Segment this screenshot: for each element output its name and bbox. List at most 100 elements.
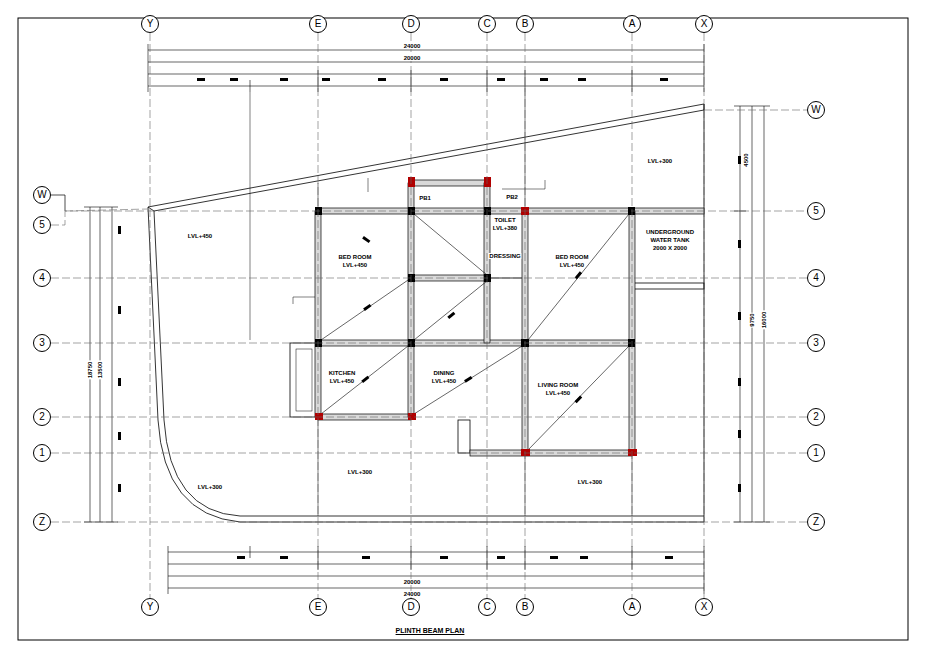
grid-label: 4 xyxy=(813,273,819,283)
grid-bubble: A xyxy=(623,15,641,33)
grid-label: 4 xyxy=(39,273,45,283)
dimension-lines xyxy=(84,44,770,594)
plan-label: BED ROOM xyxy=(338,254,373,260)
grid-line xyxy=(525,33,526,598)
drawing-title: PLINTH BEAM PLAN xyxy=(396,627,465,634)
grid-bracket xyxy=(51,195,65,211)
plan-label: UNDERGROUND xyxy=(645,229,695,235)
dimension-text: 9750 xyxy=(749,312,755,327)
grid-label: A xyxy=(629,602,636,612)
grid-bubble: B xyxy=(516,598,534,616)
grid-line xyxy=(51,453,807,454)
grid-label: B xyxy=(522,602,529,612)
grid-label: W xyxy=(37,190,46,200)
span-markers xyxy=(361,236,582,403)
grid-label: X xyxy=(701,602,708,612)
grid-label: 1 xyxy=(813,448,819,458)
plan-label: PB2 xyxy=(505,194,519,200)
sheet-border xyxy=(18,18,908,640)
plan-label: 24000 xyxy=(403,43,422,49)
grid-bubble: W xyxy=(33,186,51,204)
grid-bubble: C xyxy=(478,598,496,616)
grid-label: D xyxy=(407,602,414,612)
dimension-text: 18750 xyxy=(87,361,93,380)
grid-bubble: 4 xyxy=(807,269,825,287)
plan-label: LVL+300 xyxy=(577,479,603,485)
grid-label: D xyxy=(407,19,414,29)
plan-label: 2000 X 2000 xyxy=(652,245,688,251)
grid-line xyxy=(411,33,412,598)
plan-label: LVL+450 xyxy=(559,262,585,268)
grid-label: E xyxy=(315,602,322,612)
grid-bubble: 5 xyxy=(33,216,51,234)
plan-label: WATER TANK xyxy=(649,237,690,243)
grid-line xyxy=(51,278,807,279)
dimension-ticks xyxy=(118,78,741,559)
plan-label: 20000 xyxy=(403,55,422,61)
grid-label: 3 xyxy=(39,338,45,348)
plan-label: DINING xyxy=(433,370,456,376)
grid-line xyxy=(51,522,807,523)
grid-bubble: B xyxy=(516,15,534,33)
grid-bubble: E xyxy=(309,15,327,33)
grid-label: 5 xyxy=(39,220,45,230)
grid-bubble: 5 xyxy=(807,202,825,220)
grid-label: 5 xyxy=(813,206,819,216)
plan-label: BED ROOM xyxy=(555,254,590,260)
grid-line xyxy=(704,33,705,598)
plan-label: LVL+300 xyxy=(347,469,373,475)
plan-label: LVL+450 xyxy=(545,390,571,396)
grid-line xyxy=(51,343,807,344)
grid-bubble: 4 xyxy=(33,269,51,287)
grid-label: Y xyxy=(147,19,154,29)
grid-label: A xyxy=(629,19,636,29)
grid-line xyxy=(704,110,807,111)
plan-label: PB1 xyxy=(418,195,432,201)
grid-label: B xyxy=(522,19,529,29)
plan-label: LVL+450 xyxy=(431,378,457,384)
dimension-text: 13500 xyxy=(97,361,103,380)
plan-label: LIVING ROOM xyxy=(537,382,579,388)
plan-label: DRESSING xyxy=(488,253,521,259)
grid-bubble: 3 xyxy=(807,334,825,352)
plan-label: KITCHEN xyxy=(328,370,357,376)
grid-bubble: X xyxy=(695,598,713,616)
grid-bubble: C xyxy=(478,15,496,33)
grid-line xyxy=(632,33,633,598)
grid-bubble: 2 xyxy=(33,408,51,426)
plan-label: LVL+450 xyxy=(187,233,213,239)
grid-label: Y xyxy=(147,602,154,612)
grid-label: Z xyxy=(39,517,45,527)
grid-bubble: 1 xyxy=(33,444,51,462)
grid-bubble: X xyxy=(695,15,713,33)
grid-bubble: 1 xyxy=(807,444,825,462)
grid-bubble: 2 xyxy=(807,408,825,426)
grid-bubble: Y xyxy=(141,598,159,616)
grid-bubble: Z xyxy=(807,513,825,531)
grid-label: W xyxy=(811,105,820,115)
slab-span-lines xyxy=(321,214,629,450)
grid-bubble: Y xyxy=(141,15,159,33)
grid-bubble: W xyxy=(807,101,825,119)
grid-label: C xyxy=(483,19,490,29)
plan-label: LVL+380 xyxy=(492,225,518,231)
grid-bubble: Z xyxy=(33,513,51,531)
grid-label: Z xyxy=(813,517,819,527)
plan-label: TOILET xyxy=(493,217,516,223)
grid-line xyxy=(487,33,488,598)
grid-label: 3 xyxy=(813,338,819,348)
grid-line xyxy=(150,33,151,598)
plan-label: 24000 xyxy=(403,591,422,597)
columns xyxy=(315,177,637,456)
plan-label: 20000 xyxy=(403,579,422,585)
building-outline xyxy=(148,92,704,522)
plan-label: LVL+300 xyxy=(197,484,223,490)
grid-label: X xyxy=(701,19,708,29)
grid-line xyxy=(51,417,807,418)
grid-bubble: D xyxy=(402,15,420,33)
grid-label: 1 xyxy=(39,448,45,458)
grid-line xyxy=(318,33,319,598)
grid-label: 2 xyxy=(39,412,45,422)
